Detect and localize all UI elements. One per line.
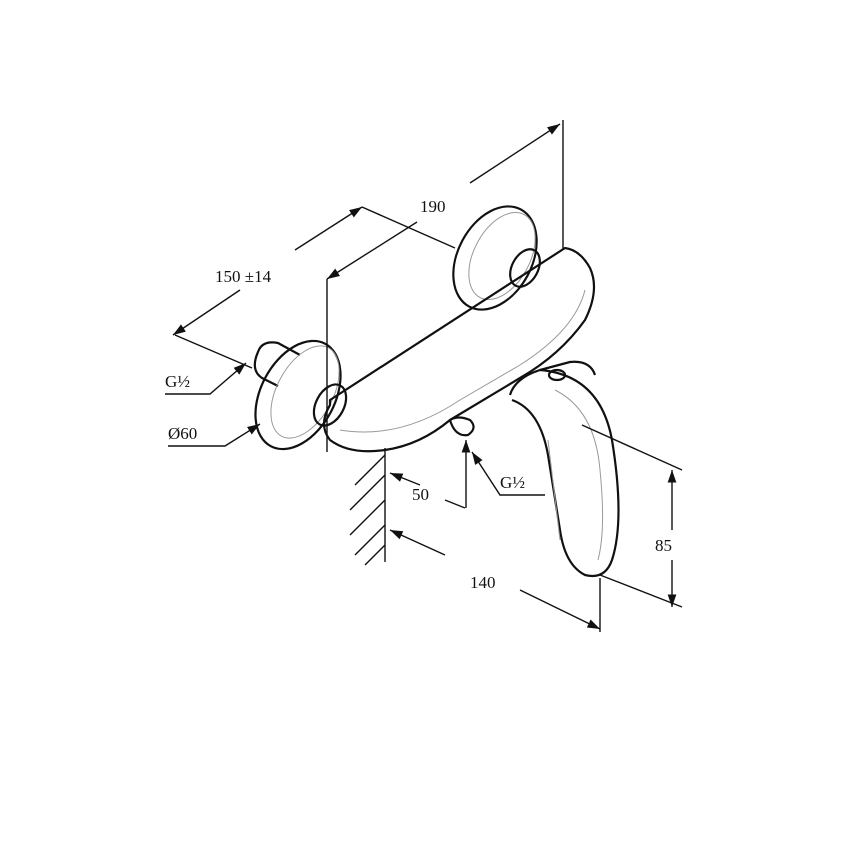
rosette-diameter-label: Ø60: [168, 424, 197, 443]
callout-rosette-diameter: Ø60: [168, 423, 261, 447]
dimension-85-label: 85: [655, 536, 672, 555]
dimension-140-label: 140: [470, 573, 496, 592]
wall-hatch: [349, 448, 386, 566]
callout-outlet-thread: G½: [471, 451, 545, 496]
dimension-150: 150 ±14: [172, 221, 418, 452]
dimension-140: 140: [389, 529, 601, 632]
outlet-thread-label: G½: [500, 473, 525, 492]
callout-inlet-thread: G½: [165, 362, 247, 395]
dimension-190: 190: [294, 120, 564, 251]
dimension-50: 50: [389, 440, 471, 509]
dimension-85: 85: [581, 424, 683, 608]
inlet-thread-label: G½: [165, 372, 190, 391]
faucet-body: [253, 205, 620, 578]
dimension-150-label: 150 ±14: [215, 267, 272, 286]
dimension-50-label: 50: [412, 485, 429, 504]
dimension-190-label: 190: [420, 197, 446, 216]
